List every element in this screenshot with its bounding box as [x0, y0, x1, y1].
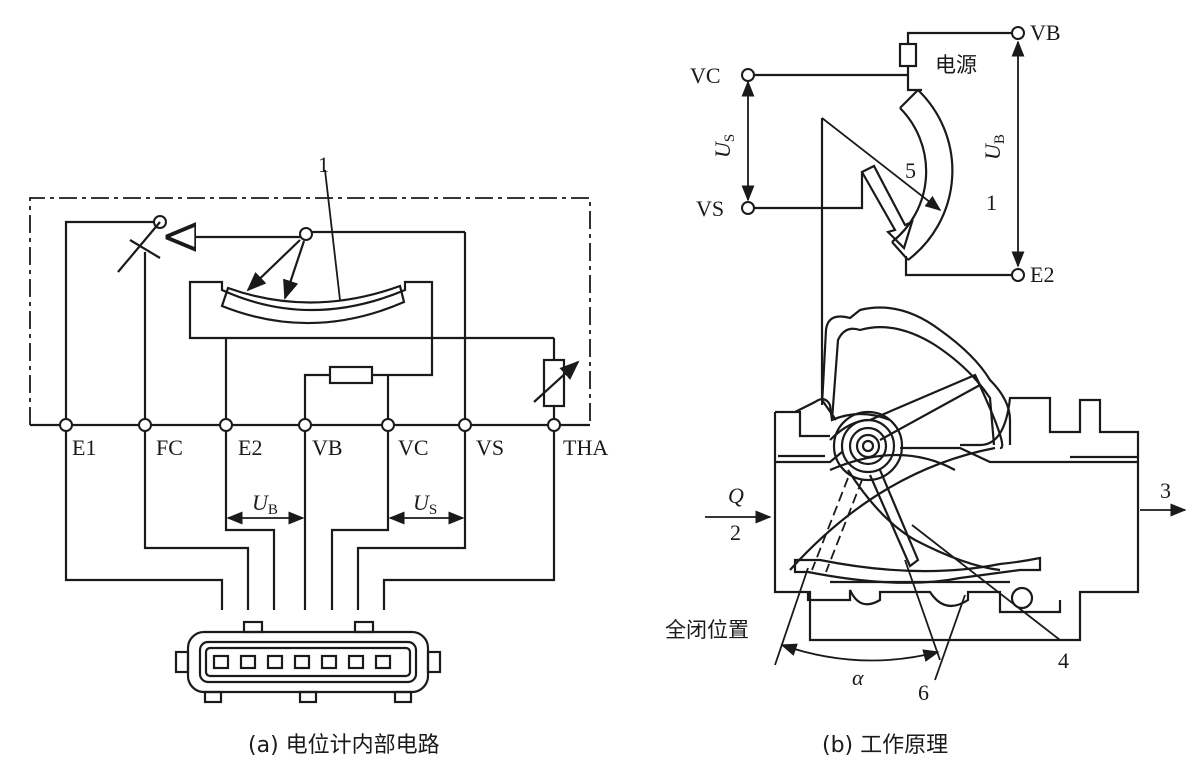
- terminal-vs-label: VS: [696, 196, 724, 221]
- terminal-e2-label: E2: [1030, 262, 1054, 287]
- flow-q-label: Q: [728, 483, 744, 508]
- terminal-vc: [381, 418, 395, 432]
- terminal-vs: [458, 418, 472, 432]
- right-principle: VB 电源 VC E2 1 UB VS US 5: [665, 20, 1187, 758]
- terminal-label: E1: [72, 435, 96, 460]
- part-1-label-right: 1: [986, 190, 997, 215]
- part-1-leader: [324, 169, 341, 301]
- us-symbol-right: US: [710, 134, 738, 158]
- part-3-label: 3: [1160, 478, 1171, 503]
- caption-b: (b) 工作原理: [822, 733, 948, 758]
- terminal-label: VS: [476, 435, 504, 460]
- part-4-leader: [911, 524, 1061, 641]
- terminal-vc-label: VC: [690, 63, 721, 88]
- terminal-vc-right: [741, 68, 755, 82]
- fuel-pump-switch: [64, 215, 300, 425]
- left-circuit: 1 E1 FC E2 VB VC VS THA: [29, 152, 608, 758]
- closed-position-line: [774, 567, 809, 666]
- terminal-e1: [59, 418, 73, 432]
- resistor-arc-outer: [907, 89, 954, 261]
- terminal-vb: [298, 418, 312, 432]
- part-4-label: 4: [1058, 648, 1069, 673]
- terminal-fc: [138, 418, 152, 432]
- part-5-leader: [821, 117, 942, 211]
- us-symbol: US: [413, 490, 437, 518]
- terminal-label: VC: [398, 435, 429, 460]
- pivot-outer: [832, 410, 904, 482]
- terminal-label: VB: [312, 435, 343, 460]
- terminal-vs-right: [741, 201, 755, 215]
- terminals: E1 FC E2 VB VC VS THA: [59, 418, 608, 460]
- resistor-arc-inner: [891, 107, 928, 243]
- part-1-label: 1: [318, 152, 329, 177]
- terminal-vb-label: VB: [1030, 20, 1061, 45]
- ub-symbol-right: UB: [980, 134, 1008, 160]
- connector: [174, 620, 442, 704]
- resistor-strip: [220, 284, 406, 325]
- ub-symbol: UB: [252, 490, 278, 518]
- terminal-e2: [219, 418, 233, 432]
- terminal-label: THA: [563, 435, 608, 460]
- power-label: 电源: [935, 53, 977, 77]
- wiper-arrow: [860, 164, 914, 251]
- closed-position-label: 全闭位置: [665, 618, 749, 642]
- terminal-label: E2: [238, 435, 262, 460]
- part-6-leader: [934, 594, 966, 681]
- part-5-label: 5: [905, 158, 916, 183]
- flow-meter-body: [773, 306, 1140, 642]
- terminal-tha: [547, 418, 561, 432]
- alpha-arc: [780, 643, 940, 662]
- part-6-label: 6: [918, 680, 929, 705]
- terminal-e2-right: [1011, 268, 1025, 282]
- part-2-label: 2: [730, 520, 741, 545]
- open-position-line: [904, 559, 941, 661]
- vb-resistor: [328, 365, 374, 385]
- caption-a: (a) 电位计内部电路: [248, 733, 440, 758]
- potentiometer-housing: [188, 280, 434, 340]
- enclosure-outline: [29, 197, 591, 425]
- harness-wires: [64, 431, 556, 610]
- terminal-label: FC: [156, 435, 183, 460]
- alpha-label: α: [852, 665, 864, 690]
- terminal-vb-right: [1011, 26, 1025, 40]
- wiper-pivot: [299, 227, 313, 241]
- power-resistor: [898, 42, 918, 68]
